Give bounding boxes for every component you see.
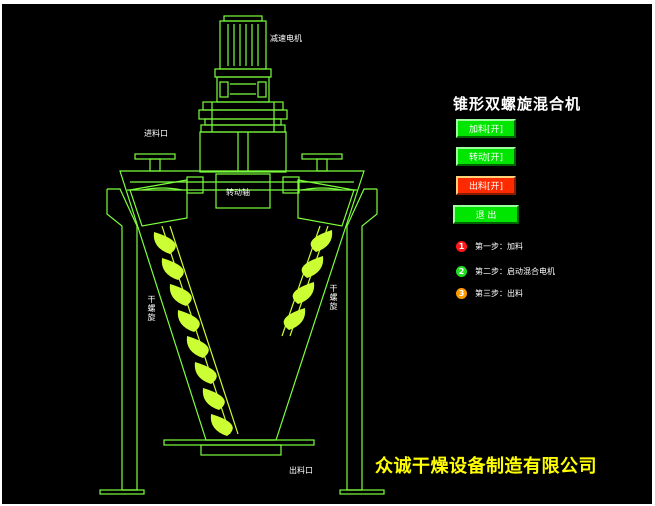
outlet-label: 出料口 [289,466,313,475]
machine-title: 锥形双螺旋混合机 [453,95,582,113]
gearbox-icon [198,101,288,173]
inlet-port-left [134,153,176,172]
step-1: 1 第一步：加料 [456,241,523,252]
arm-housing-right [282,176,355,227]
feed-button[interactable]: 加料[开] [456,119,516,138]
rotating-arm-label: 转动轴 [226,188,250,197]
step-3: 3 第三步：出料 [456,288,523,299]
left-screw-label: 干螺旋 [147,295,156,322]
step-2-badge: 2 [456,266,467,277]
step-1-badge: 1 [456,241,467,252]
discharge-button[interactable]: 出料[开] [456,176,516,195]
screw-left [161,225,239,435]
mixer-diagram [99,15,385,495]
step-2: 2 第二步：启动混合电机 [456,266,555,277]
step-1-text: 第一步：加料 [475,242,523,251]
rotate-button[interactable]: 转动[开] [456,147,516,166]
step-3-text: 第三步：出料 [475,289,523,298]
motor-label: 减速电机 [270,34,302,43]
screw-right-flights [283,230,333,330]
right-screw-label: 干螺旋 [329,284,338,311]
exit-button[interactable]: 退 出 [453,205,519,224]
company-name: 众诚干燥设备制造有限公司 [375,456,597,477]
hmi-screen: 减速电机 进料口 转动轴 出料口 干螺旋 干螺旋 锥形双螺旋混合机 加料[开] … [2,4,652,504]
motor-icon [214,15,272,103]
inlet-label: 进料口 [144,129,168,138]
step-3-badge: 3 [456,288,467,299]
inlet-port-right [301,153,343,172]
screw-left-flights [153,232,233,436]
support-legs [99,188,385,495]
step-2-text: 第二步：启动混合电机 [475,267,555,276]
outlet-port [163,439,315,456]
arm-housing-left [129,176,204,227]
